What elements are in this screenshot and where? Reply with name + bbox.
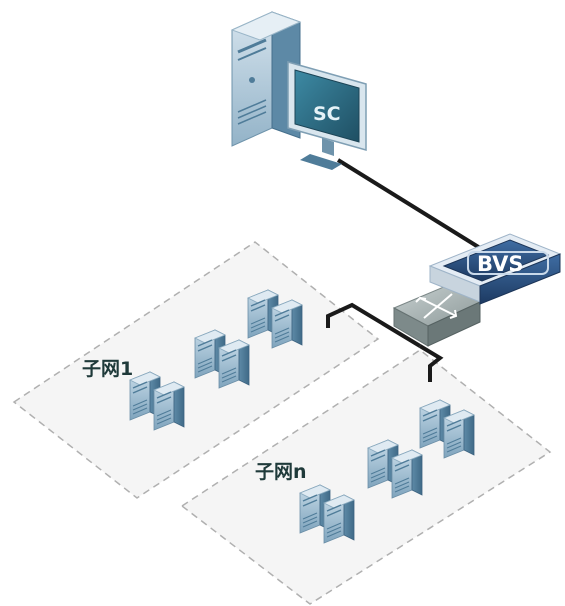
sc-workstation: SC <box>230 11 367 170</box>
subnet-1-label: 子网1 <box>82 358 133 380</box>
link-switch-subnetn <box>418 344 444 382</box>
bvs-label: BVS <box>477 252 524 276</box>
bvs-appliance: BVS <box>428 233 562 305</box>
subnet-n-label: 子网n <box>255 461 307 483</box>
link-switch-subnet1 <box>326 302 422 348</box>
links <box>326 158 482 382</box>
subnet-1: 子网1 <box>12 241 380 499</box>
subnet-n: 子网n <box>180 349 552 605</box>
link-sc-bvs <box>336 158 482 250</box>
switch-icon <box>392 285 482 347</box>
monitor-icon: SC <box>287 61 367 170</box>
sc-label: SC <box>313 103 341 125</box>
